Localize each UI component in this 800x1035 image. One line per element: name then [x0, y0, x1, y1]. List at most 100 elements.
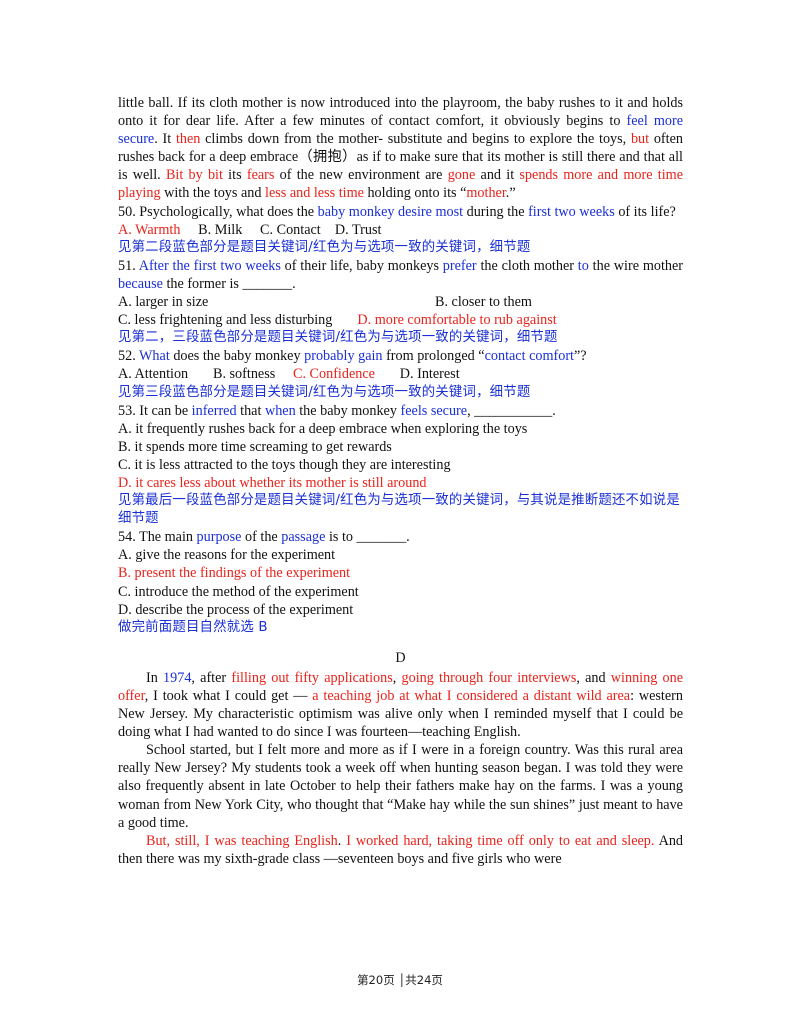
question-51-option-d: D. more comfortable to rub against [357, 312, 557, 329]
text-run: mother [466, 185, 506, 202]
text-run: 52. [118, 348, 140, 365]
question-54-option-c: C. introduce the method of the experimen… [118, 583, 359, 600]
text-run: baby monkey desire most [317, 203, 464, 220]
page-footer: 第20页 │共24页 [357, 973, 443, 987]
text-run: And then there was my sixth-grade class … [118, 832, 684, 867]
text-run: winning one offer [118, 669, 683, 704]
question-51-options-row1: A. larger in size B. closer to them [118, 293, 683, 311]
text-run: , [392, 669, 402, 686]
text-run: of the [241, 529, 282, 546]
question-54-stem: 54. The main purpose of the passage is t… [118, 528, 683, 546]
question-52-stem: 52. What does the baby monkey probably g… [118, 347, 683, 365]
text-run: the cloth mother [476, 257, 578, 274]
text-run: prefer [442, 257, 477, 274]
question-53-note: 见第最后一段蓝色部分是题目关键词/红色为与选项一致的关键词，与其说是推断题还不如… [118, 493, 680, 527]
text-run: the former is _______. [162, 275, 296, 292]
text-run: passage [281, 529, 326, 546]
text-run: of the new environment are [274, 167, 448, 184]
text-run: A. Attention B. softness [118, 366, 293, 383]
text-run: but [630, 131, 650, 148]
text-run: with the toys and [160, 185, 265, 202]
text-run: C. Confidence [292, 366, 375, 383]
text-run: 53. It can be [118, 402, 192, 419]
text-run: , I took what I could get — [144, 688, 313, 704]
question-53-option-a: A. it frequently rushes back for a deep … [118, 420, 528, 437]
question-54-note: 做完前面题目自然就选 B [118, 619, 268, 635]
text-run: , and [576, 669, 611, 686]
question-50-options: A. Warmth B. Milk C. Contact D. Trust [118, 221, 683, 239]
text-run: first two weeks [528, 203, 615, 220]
question-50-note: 见第二段蓝色部分是题目关键词/红色为与选项一致的关键词，细节题 [118, 239, 531, 255]
text-run: fears [246, 167, 275, 184]
question-54-option-d: D. describe the process of the experimen… [118, 601, 354, 618]
text-run: does the baby monkey [169, 348, 305, 365]
section-d-heading: D [395, 649, 406, 666]
question-51-option-c: C. less frightening and less disturbing [118, 312, 333, 329]
text-run: climbs down from the mother- substitute … [200, 131, 631, 148]
text-run: 51. [118, 257, 139, 274]
text-run: What [139, 348, 170, 365]
text-run: when [264, 402, 296, 419]
text-run: .” [505, 185, 516, 202]
text-run: to [577, 257, 589, 274]
text-run: probably gain [304, 348, 383, 365]
section-d-paragraph-1: In 1974, after filling out fifty applica… [118, 669, 683, 741]
text-run: the baby monkey [295, 402, 401, 419]
question-54-option-b: B. present the findings of the experimen… [118, 565, 351, 582]
section-d-paragraph-2: School started, but I felt more and more… [118, 742, 683, 831]
text-run: gone [447, 167, 476, 184]
text-run: holding onto its “ [363, 185, 467, 202]
text-run: A. Warmth [118, 221, 181, 238]
text-run: contact comfort [484, 348, 574, 365]
text-run: , ___________. [467, 402, 556, 419]
text-run: of their life, baby monkeys [280, 257, 443, 274]
question-51-option-b: B. closer to them [435, 294, 532, 311]
text-run: After the first two weeks [138, 257, 281, 274]
question-51-options-row2: C. less frightening and less disturbing D… [118, 311, 683, 329]
question-51-stem: 51. After the first two weeks of their l… [118, 257, 683, 293]
text-run: little ball. If its cloth mother is now … [118, 95, 683, 130]
text-run: a teaching job at what I considered a di… [312, 688, 631, 704]
text-run: . It [154, 131, 176, 148]
text-run: I worked hard, taking time off only to e… [346, 832, 655, 849]
question-51-note: 见第二，三段蓝色部分是题目关键词/红色为与选项一致的关键词，细节题 [118, 330, 558, 346]
text-run: Bit by bit [165, 167, 223, 184]
text-run: inferred [191, 402, 237, 419]
text-run: spends more and more time playing [118, 167, 684, 202]
question-53-option-b: B. it spends more time screaming to get … [118, 438, 392, 455]
question-51-option-a: A. larger in size [118, 294, 209, 311]
text-run: But, still, I was teaching English [146, 832, 338, 849]
section-d-paragraph-3: But, still, I was teaching English. I wo… [118, 832, 683, 868]
text-run: : western New Jersey. My characteristic … [118, 688, 683, 741]
text-run: its [222, 167, 247, 184]
text-run: often rushes back for a deep embrace（拥抱）… [118, 131, 683, 184]
passage-c-ending: little ball. If its cloth mother is now … [118, 94, 683, 203]
text-run: that [236, 402, 265, 419]
text-run: , after [191, 669, 232, 686]
text-run: from prolonged “ [382, 348, 485, 365]
text-run: . [337, 832, 347, 849]
text-run: B. Milk C. Contact D. Trust [180, 221, 382, 238]
text-run: feel more secure [118, 113, 683, 148]
text-run: feels secure [400, 402, 468, 419]
text-run: In [146, 669, 164, 686]
question-52-options: A. Attention B. softness C. Confidence D… [118, 365, 683, 383]
text-run: filling out fifty applications [231, 669, 393, 686]
text-run: going through four interviews [401, 669, 577, 686]
question-53-option-d: D. it cares less about whether its mothe… [118, 474, 427, 491]
text-run: 54. The main [118, 529, 197, 546]
text-run: 50. Psychologically, what does the [118, 203, 318, 220]
question-54-option-a: A. give the reasons for the experiment [118, 547, 336, 564]
question-52-note: 见第三段蓝色部分是题目关键词/红色为与选项一致的关键词，细节题 [118, 384, 531, 400]
text-run: during the [463, 203, 529, 220]
text-run: of its life? [614, 203, 676, 220]
text-run: purpose [196, 529, 242, 546]
text-run: then [175, 131, 201, 148]
text-run: the wire mother [588, 257, 683, 274]
text-run: because [118, 275, 163, 292]
text-run: D. Interest [374, 366, 460, 383]
text-run: less and less time [265, 185, 364, 202]
text-run: and it [475, 167, 520, 184]
question-53-option-c: C. it is less attracted to the toys thou… [118, 456, 451, 473]
question-53-stem: 53. It can be inferred that when the bab… [118, 402, 683, 420]
